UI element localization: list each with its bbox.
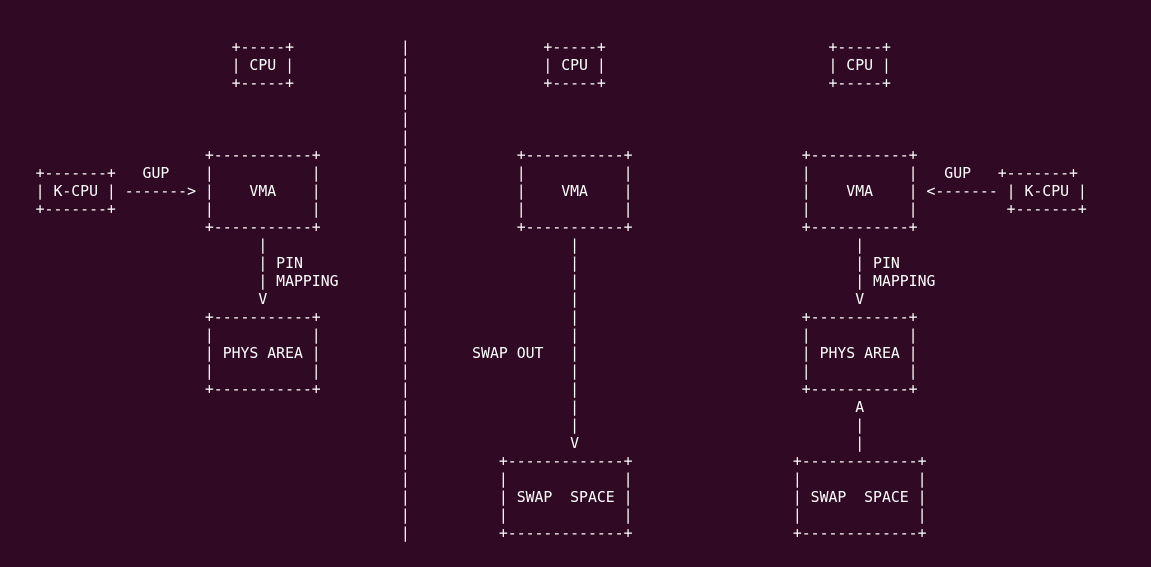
diagram-line: +-------+ GUP | | | | | | | GUP +-------…	[0, 165, 1078, 182]
diagram-line: | +-------------+ +-------------+	[0, 525, 927, 542]
diagram-line: |	[0, 111, 410, 128]
diagram-line: | | | |	[0, 237, 865, 254]
diagram-line: | CPU | | | CPU | | CPU |	[0, 57, 891, 74]
ascii-diagram: +-----+ | +-----+ +-----+ | CPU | | | CP…	[0, 39, 1087, 543]
diagram-line: | MAPPING | | | MAPPING	[0, 273, 936, 290]
diagram-line: +-----------+ | | +-----------+	[0, 381, 918, 398]
diagram-line: | | |	[0, 417, 865, 434]
diagram-line: | | | | |	[0, 507, 927, 524]
diagram-line: |	[0, 129, 410, 146]
diagram-line: | | | | | |	[0, 327, 918, 344]
diagram-line: +-------+ | | | | | | | +-------+	[0, 201, 1087, 218]
diagram-line: +-----+ | +-----+ +-----+	[0, 75, 891, 92]
diagram-line: | | SWAP SPACE | | SWAP SPACE |	[0, 489, 927, 506]
diagram-line: | +-------------+ +-------------+	[0, 453, 927, 470]
diagram-line: | K-CPU | -------> | VMA | | | VMA | | V…	[0, 183, 1087, 200]
diagram-line: | | | | | |	[0, 363, 918, 380]
diagram-line: | PIN | | | PIN	[0, 255, 900, 272]
diagram-line: | | | | |	[0, 471, 927, 488]
diagram-line: | PHYS AREA | | SWAP OUT | | PHYS AREA |	[0, 345, 918, 362]
diagram-line: +-----------+ | | +-----------+	[0, 309, 918, 326]
diagram-line: +-----------+ | +-----------+ +---------…	[0, 219, 918, 236]
diagram-line: | | A	[0, 399, 865, 416]
diagram-line: V | | V	[0, 291, 865, 308]
diagram-line: +-----------+ | +-----------+ +---------…	[0, 147, 918, 164]
diagram-line: +-----+ | +-----+ +-----+	[0, 39, 891, 56]
diagram-line: | V |	[0, 435, 865, 452]
diagram-line: |	[0, 93, 410, 110]
